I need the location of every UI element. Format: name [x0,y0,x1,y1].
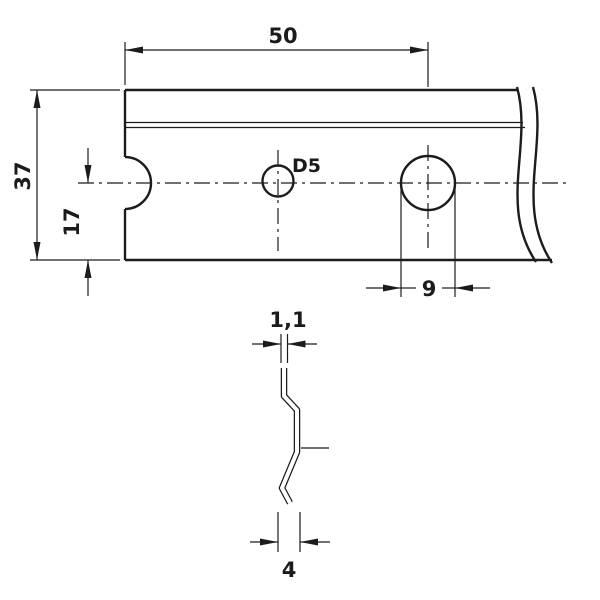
clip-profile-core [280,368,299,504]
dim-label-clip-thickness: 1,1 [269,308,306,332]
break-line-left [515,86,537,263]
right-hole [399,154,457,212]
dim-label-clip-foot-width: 4 [282,558,297,582]
dim37-arrow-top [33,90,41,108]
dim11-arrow-right [287,340,306,348]
dim50-arrow-left [125,46,143,54]
dim-label-plate-height: 37 [11,161,35,190]
label-hole-diameter: D5 [292,155,321,177]
dim4-arrow-left [260,538,278,546]
dim4-arrow-right [300,538,318,546]
dim-label-plate-width: 50 [268,24,297,48]
dim9-arrow-left [383,284,401,292]
dim-label-right-hole: 9 [422,277,437,301]
dim11-arrow-left [263,340,281,348]
break-line-right [531,86,554,264]
dim9-arrow-right [455,284,473,292]
dim17-arrow-up [84,260,92,278]
center-hole [261,164,295,198]
dim-label-hole-center-height: 17 [60,207,84,236]
dim17-arrow-down [84,165,92,183]
dim50-arrow-right [410,46,428,54]
dim37-arrow-bottom [33,242,41,260]
